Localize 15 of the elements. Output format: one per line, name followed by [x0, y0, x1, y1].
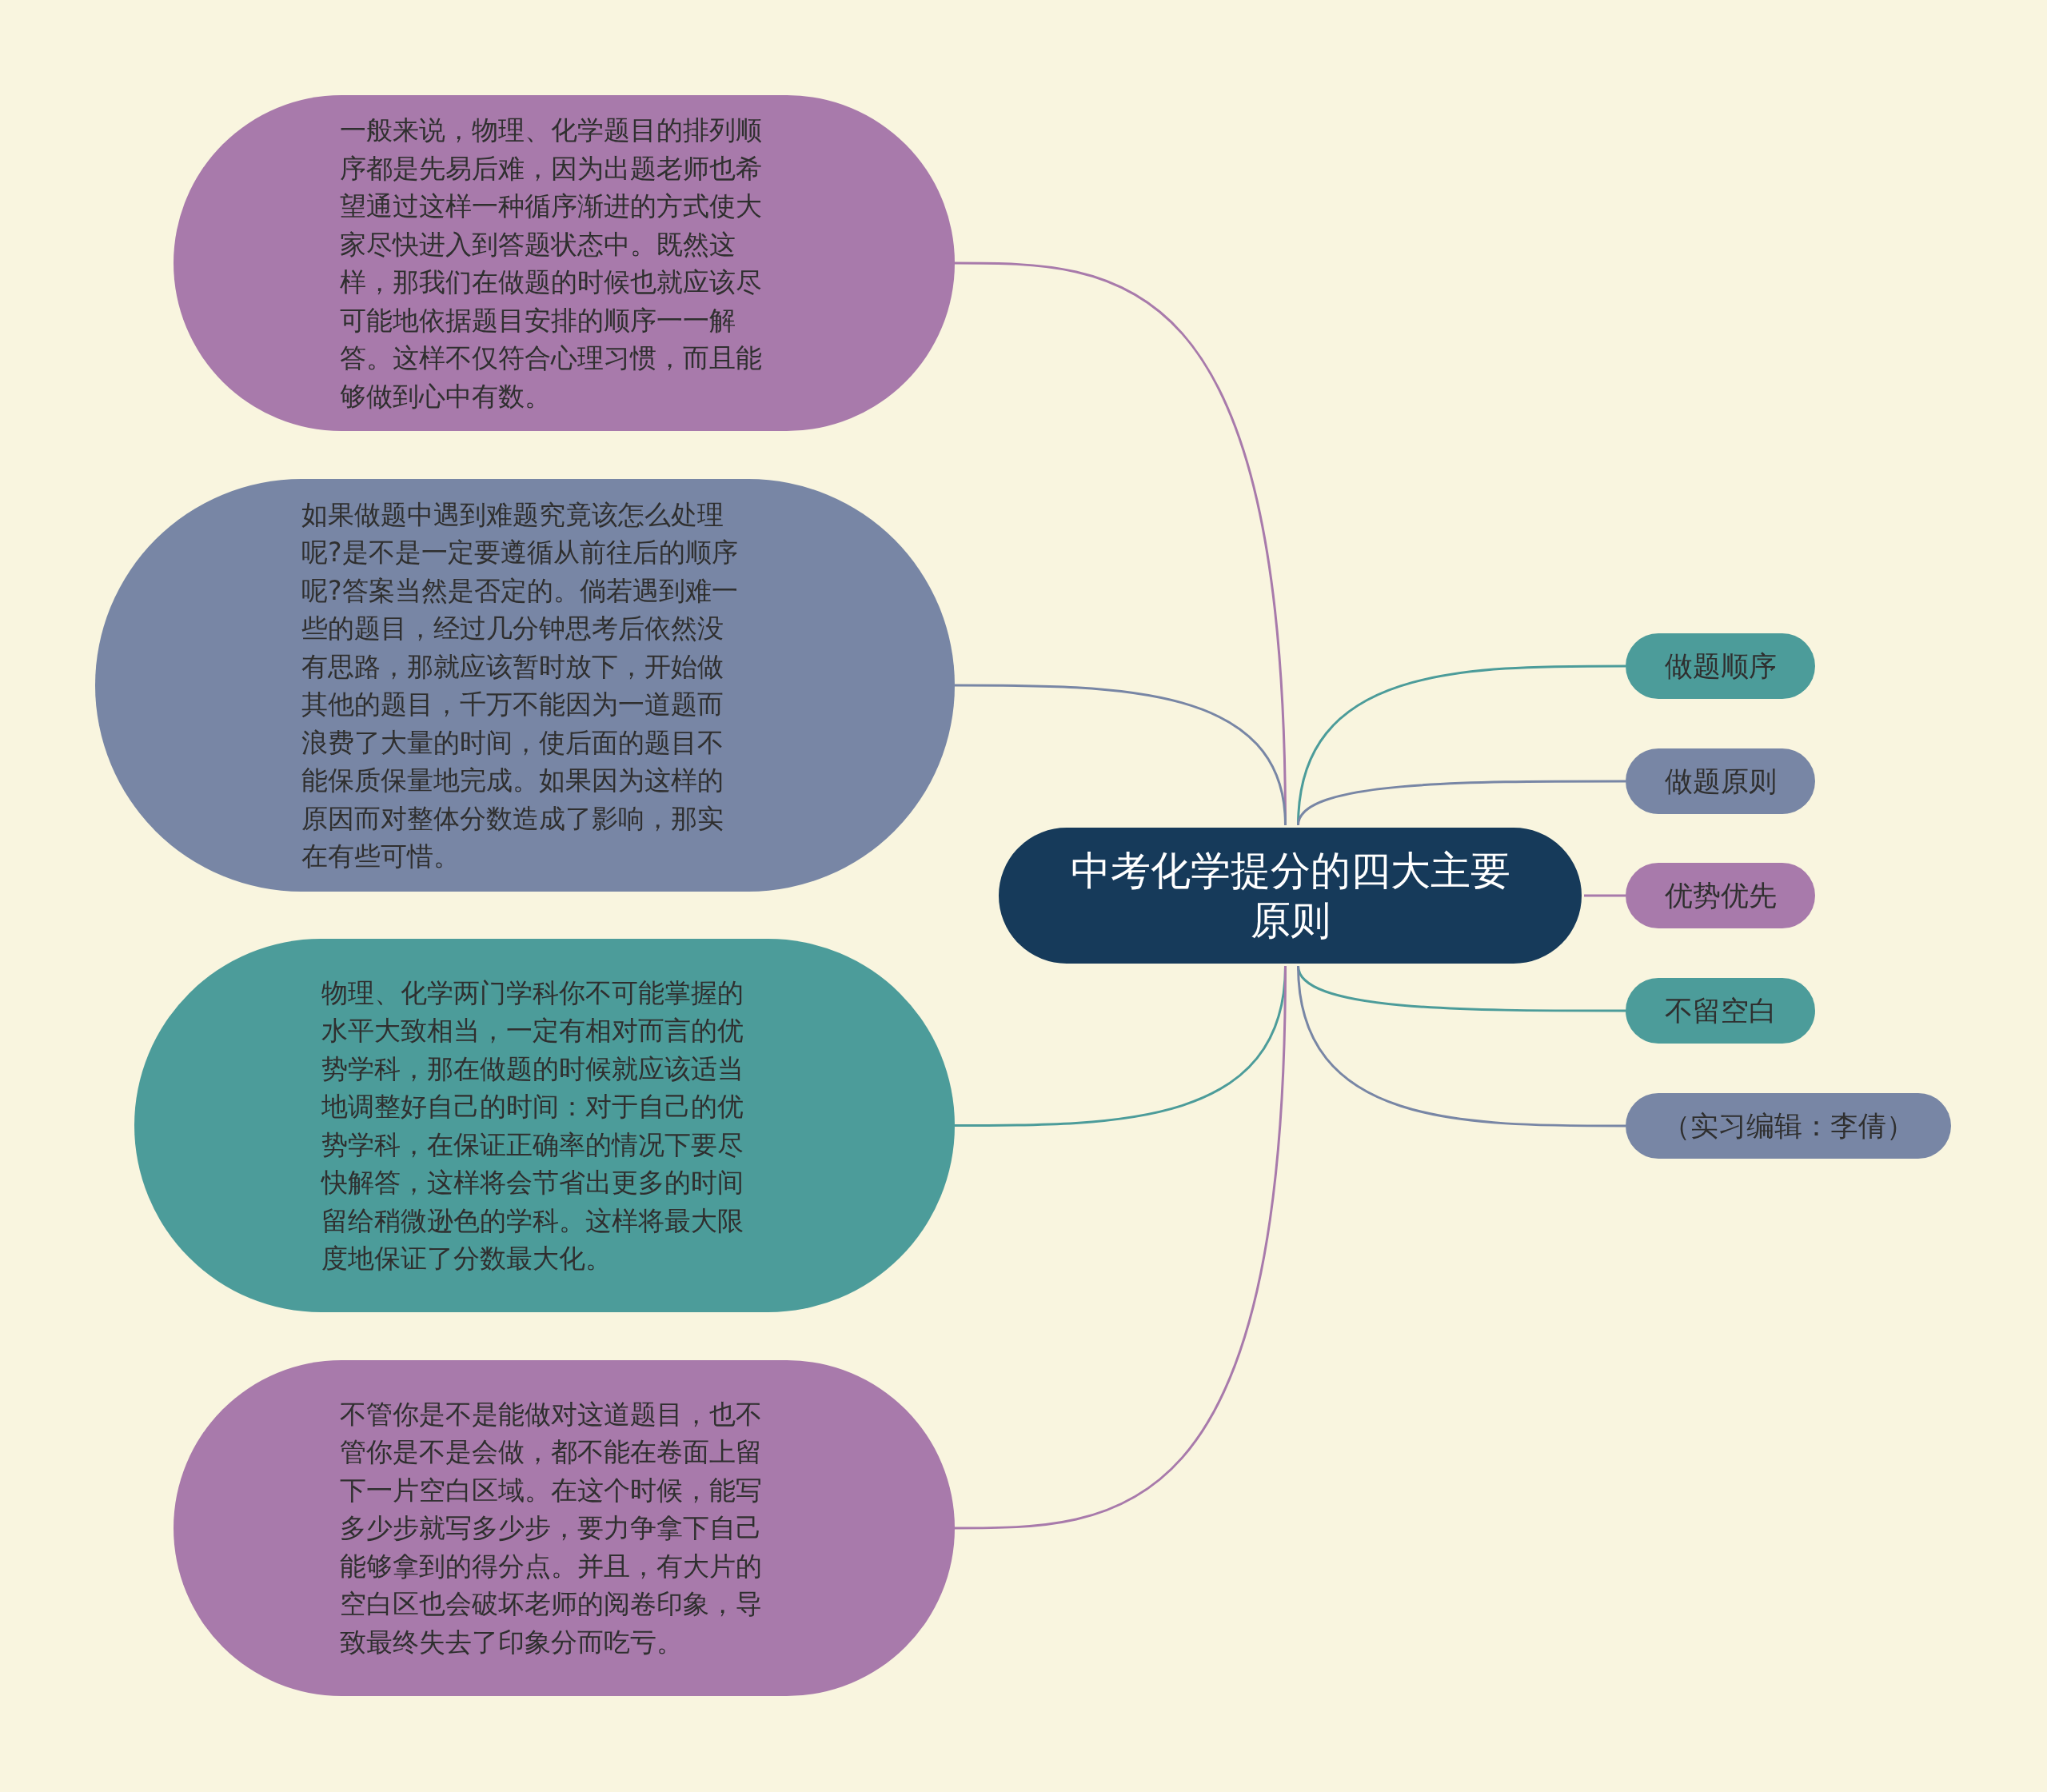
topic-text: 一般来说，物理、化学题目的排列顺序都是先易后难，因为出题老师也希望通过这样一种循序渐进的方式使大家尽快进入到答题状态中。既然这样，那我们在做题的时候也就应该尽可能地依据题目安排的顺序一一解答。这样不仅符合心理习惯，而且能够做到心中有数。	[340, 114, 763, 413]
topic-text: 做题顺序	[1664, 649, 1777, 684]
topic-text: 如果做题中遇到难题究竟该怎么处理呢?是不是一定要遵循从前往后的顺序呢?答案当然是否定的。倘若遇到难一些的题目，经过几分钟思考后依然没有思路，那就应该暂时放下，开始做其他的题目，千万不能因为一道题而浪费了大量的时间，使后面的题目不能保质保量地完成。如果因为这样的原因而对整体分数造成了影响，那实在有些可惜。	[301, 497, 739, 873]
topic-text: （实习编辑：李倩）	[1662, 1109, 1914, 1143]
connector-line	[1297, 780, 1626, 826]
topic-text: 不管你是不是能做对这道题目，也不管你是不是会做，都不能在卷面上留下一片空白区域。在这个时候，能写多少步就写多少步，要力争拿下自己能够拿到的得分点。并且，有大片的空白区也会破坏老师的阅卷印象，导致最终失去了印象分而吃亏。	[340, 1397, 763, 1659]
connector-line	[1584, 894, 1626, 897]
topic-text: 不留空白	[1664, 994, 1777, 1028]
topic-text: 物理、化学两门学科你不可能掌握的水平大致相当，一定有相对而言的优势学科，那在做题的时候就应该适当地调整好自己的时间：对于自己的优势学科，在保证正确率的情况下要尽快解答，这样将会节省出更多的时间留给稍微逊色的学科。这样将最大限度地保证了分数最大化。	[321, 976, 744, 1275]
topic-text: 做题原则	[1664, 764, 1777, 799]
connector-line	[1297, 965, 1626, 1127]
connector-line	[955, 965, 1287, 1530]
topic-text: 优势优先	[1664, 879, 1777, 913]
connector-line	[955, 684, 1287, 826]
topic-text: 中考化学提分的四大主要原则	[1069, 847, 1511, 945]
